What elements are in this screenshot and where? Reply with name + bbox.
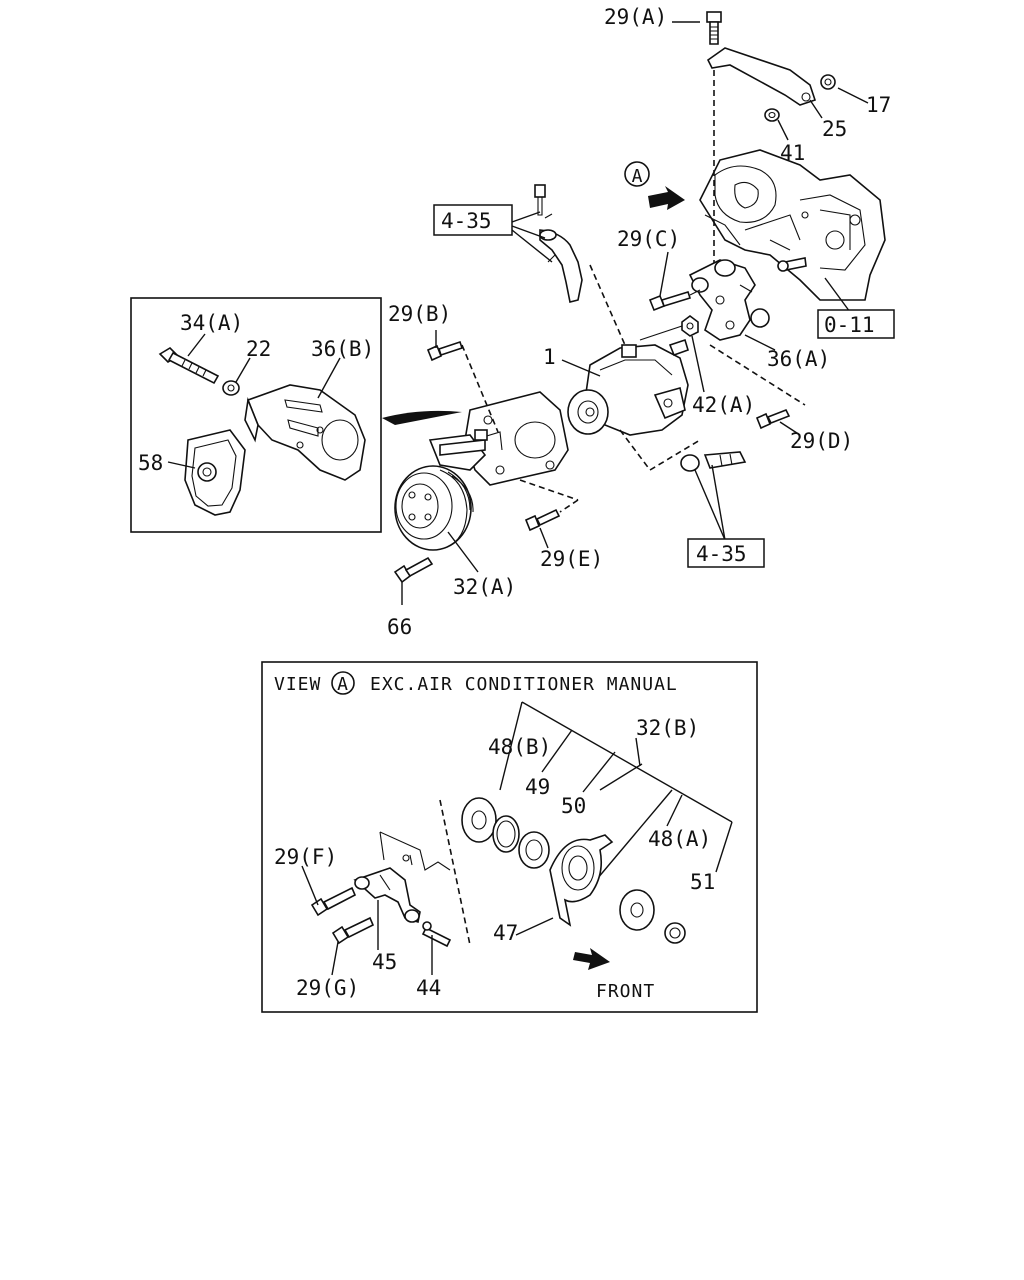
label-29a: 29(A)	[604, 5, 667, 29]
bearing-50	[518, 831, 550, 869]
nut-51	[664, 922, 686, 944]
label-4-35-bottom[interactable]: 4-35	[696, 542, 747, 566]
label-41: 41	[780, 141, 805, 165]
label-36b: 36(B)	[311, 337, 374, 361]
view-a-circle-marker	[624, 161, 650, 187]
bracket-36a	[688, 259, 770, 341]
bolt-29b	[426, 340, 464, 362]
view-a-group-lines	[499, 701, 733, 886]
label-4-35-top[interactable]: 4-35	[441, 209, 492, 233]
power-steering-pump	[567, 338, 689, 436]
washer-22	[222, 380, 240, 396]
label-0-11[interactable]: 0-11	[824, 313, 875, 337]
bracket-36b	[244, 384, 366, 481]
inset-pointer-arrow	[382, 410, 462, 425]
label-58: 58	[138, 451, 163, 475]
bolt-34a	[158, 346, 220, 385]
bolt-29g	[331, 916, 375, 945]
view-a-arrow	[648, 186, 685, 210]
label-17: 17	[866, 93, 891, 117]
label-1: 1	[543, 345, 556, 369]
leader-lines-main	[167, 21, 869, 605]
view-a-leaders	[301, 865, 554, 976]
label-50: 50	[561, 794, 586, 818]
washer-41	[764, 108, 780, 122]
view-a-title-prefix: VIEW	[274, 674, 321, 695]
engine-block	[699, 149, 886, 301]
ref-box-4-35-bottom[interactable]	[687, 538, 765, 568]
front-arrow	[573, 948, 610, 970]
label-29f: 29(F)	[274, 845, 337, 869]
label-34a: 34(A)	[180, 311, 243, 335]
bolt-66	[393, 556, 434, 584]
label-front: FRONT	[596, 981, 655, 1002]
ref-box-4-35-top[interactable]	[433, 204, 513, 236]
view-a-title-marker: A	[337, 674, 349, 695]
bolt-29e	[524, 508, 561, 532]
snap-ring-49	[492, 815, 520, 853]
label-42a: 42(A)	[692, 393, 755, 417]
engine-hanger-bracket	[706, 47, 817, 106]
view-a-title-circle	[331, 671, 355, 695]
label-29d: 29(D)	[790, 429, 853, 453]
label-32b: 32(B)	[636, 716, 699, 740]
stud-bolt-engine	[777, 257, 807, 272]
view-a-title-suffix: EXC.AIR CONDITIONER MANUAL	[370, 674, 678, 695]
stud-44	[421, 921, 452, 948]
nut-42a	[681, 315, 699, 337]
label-49: 49	[525, 775, 550, 799]
label-29b: 29(B)	[388, 302, 451, 326]
bolt-29a	[706, 11, 722, 45]
view-a-dash-line	[439, 799, 471, 946]
label-29e: 29(E)	[540, 547, 603, 571]
label-29g: 29(G)	[296, 976, 359, 1000]
label-25: 25	[822, 117, 847, 141]
spacer-58	[184, 429, 246, 516]
label-51: 51	[690, 870, 715, 894]
bolt-29c	[648, 291, 692, 312]
label-47: 47	[493, 921, 518, 945]
nut-17	[820, 74, 836, 90]
view-a-engine-outline	[379, 831, 451, 871]
label-29c: 29(C)	[617, 227, 680, 251]
view-a-frame	[261, 661, 758, 1013]
inset-detail-frame	[130, 297, 382, 533]
bolt-29f	[310, 886, 357, 917]
ref-box-0-11[interactable]	[817, 309, 895, 339]
bracket-45	[353, 867, 421, 924]
washer-48a	[619, 889, 655, 931]
view-a-marker-label: A	[632, 166, 643, 187]
label-48a: 48(A)	[648, 827, 711, 851]
pressure-hose	[534, 184, 583, 303]
label-36a: 36(A)	[767, 347, 830, 371]
label-22: 22	[246, 337, 271, 361]
pulley-32a	[394, 465, 474, 551]
label-44: 44	[416, 976, 441, 1000]
bolt-29d	[755, 408, 791, 430]
label-45: 45	[372, 950, 397, 974]
return-hose	[680, 451, 747, 472]
idler-bracket-47	[549, 834, 614, 927]
washer-48b	[461, 797, 497, 843]
label-32a: 32(A)	[453, 575, 516, 599]
label-48b: 48(B)	[488, 735, 551, 759]
label-66: 66	[387, 615, 412, 639]
